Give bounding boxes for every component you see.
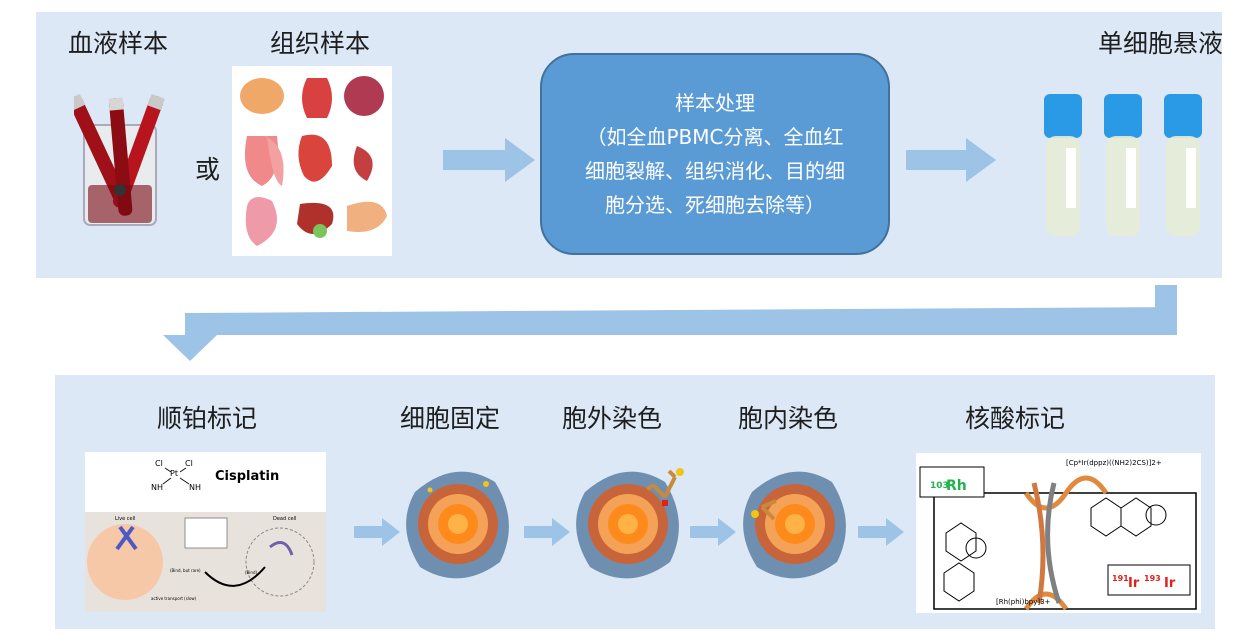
single-cell-suspension-label: 单细胞悬液 — [1098, 29, 1224, 58]
dna-intercalator-figure: 103 Rh [Cp*Ir(dppz)((NH2)2CS)]2+ 191 Ir … — [916, 453, 1201, 613]
arrow-step-3 — [690, 518, 736, 550]
or-label: 或 — [195, 155, 221, 184]
arrow-step-4 — [858, 518, 904, 550]
active-transport-label: active transport (slow) — [151, 596, 197, 601]
pt-label: Pt — [170, 469, 178, 478]
suspension-tubes-image — [1038, 88, 1208, 248]
arrow-to-suspension — [906, 138, 996, 186]
live-cell-label: Live cell — [115, 516, 135, 522]
arrow-to-processing — [443, 138, 535, 186]
rh-complex-formula: [Rh(phi)bpy]3+ — [996, 598, 1051, 606]
tissue-sample-label: 组织样本 — [270, 29, 371, 58]
fixed-cell-image — [400, 462, 515, 587]
step-label-surface-staining: 胞外染色 — [562, 404, 663, 433]
ir-isotope-2: 193 — [1144, 574, 1161, 583]
process-line-3: 胞分选、死细胞去除等） — [605, 193, 825, 217]
process-line-2: 细胞裂解、组织消化、目的细 — [585, 159, 845, 183]
sample-processing-box: 样本处理 （如全血PBMC分离、全血红 细胞裂解、组织消化、目的细 胞分选、死细… — [540, 53, 890, 255]
process-line-1: （如全血PBMC分离、全血红 — [586, 125, 844, 149]
ir-isotope-1: 191 — [1112, 574, 1129, 583]
ir-complex-formula: [Cp*Ir(dppz)((NH2)2CS)]2+ — [1066, 459, 1162, 467]
binding-rare-label: (Bind, but rare) — [170, 568, 201, 573]
cl-left: Cl — [155, 459, 163, 468]
process-title: 样本处理 — [675, 91, 755, 115]
cl-right: Cl — [185, 459, 193, 468]
rh-symbol: Rh — [946, 478, 967, 494]
nh3-left: NH — [151, 483, 163, 492]
step-label-intracellular-staining: 胞内染色 — [738, 404, 839, 433]
organs-image — [232, 66, 392, 256]
step-label-dna-intercalation: 核酸标记 — [965, 404, 1066, 433]
bind-label: (Bind) — [245, 570, 257, 575]
intracellular-stained-cell-image — [737, 462, 852, 587]
cisplatin-name: Cisplatin — [215, 469, 279, 484]
arrow-step-2 — [524, 518, 570, 550]
arrow-step-1 — [354, 518, 400, 550]
cisplatin-figure: Cl Cl Pt NH NH Cisplatin Live cell Dead … — [85, 452, 326, 612]
blood-sample-label: 血液样本 — [68, 29, 169, 58]
dead-cell-label: Dead cell — [273, 516, 296, 522]
step-label-cisplatin: 顺铂标记 — [157, 404, 258, 433]
ir-symbol-2: Ir — [1164, 576, 1176, 591]
nh3-right: NH — [189, 483, 201, 492]
ir-symbol: Ir — [1128, 576, 1140, 591]
rh-isotope: 103 — [930, 481, 949, 491]
step-label-fixation: 细胞固定 — [400, 404, 501, 433]
blood-tubes-image — [74, 90, 166, 230]
connector-arrow — [155, 285, 1180, 369]
surface-stained-cell-image — [570, 462, 690, 587]
